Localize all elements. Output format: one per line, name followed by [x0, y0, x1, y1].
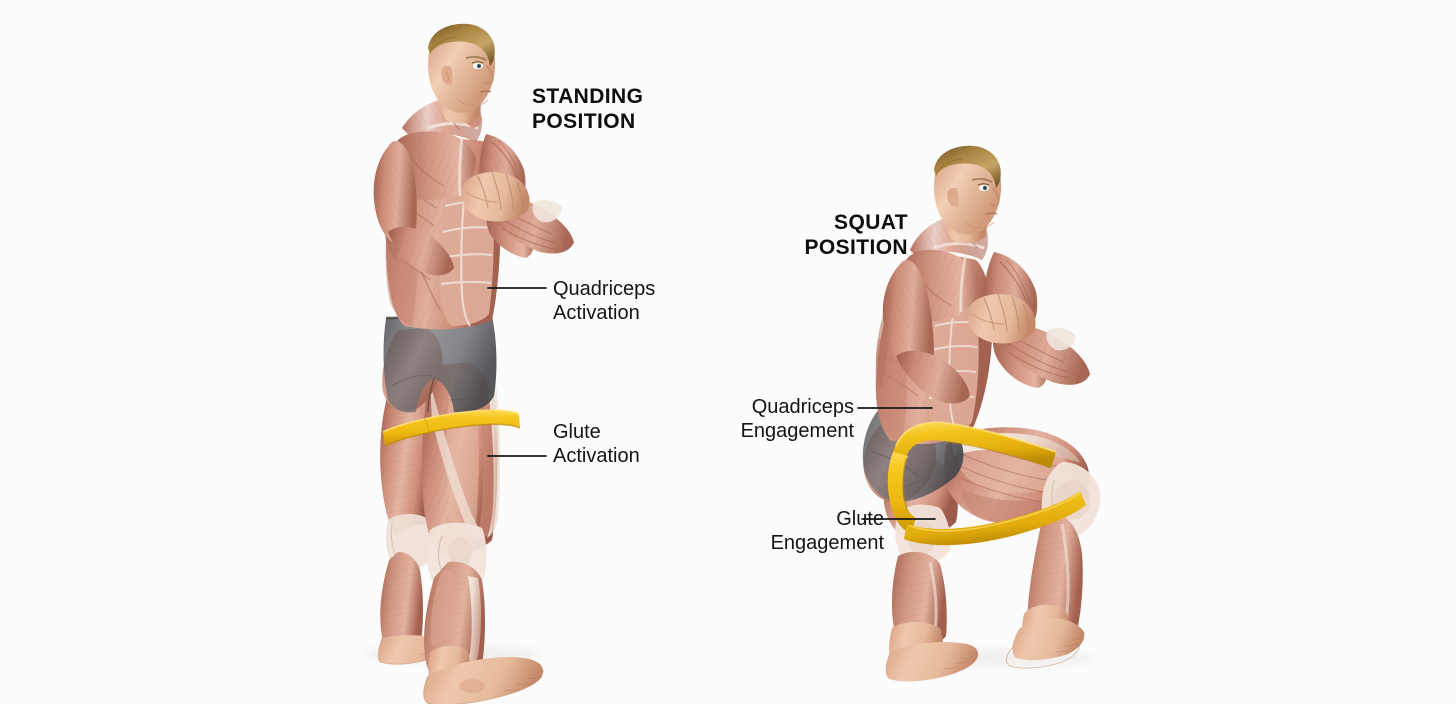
label-quadriceps-engagement: Quadriceps Engagement: [740, 396, 854, 442]
figure-standing: [364, 23, 574, 704]
standing-head: [428, 23, 496, 124]
squat-position-heading: SQUAT POSITION: [804, 211, 908, 259]
label-glute-activation: Glute Activation: [553, 421, 640, 467]
squat-resistance-band: [887, 421, 1086, 546]
label-glute-engagement: Glute Engagement: [770, 508, 884, 554]
standing-clasped-hands: [462, 171, 530, 222]
figure-squat: [862, 145, 1101, 682]
squat-front-leg: [944, 427, 1101, 669]
label-quadriceps-activation: Quadriceps Activation: [553, 278, 656, 324]
squat-arms: [882, 252, 1090, 404]
standing-position-heading: STANDING POSITION: [532, 85, 644, 133]
squat-clasped-hands: [968, 293, 1036, 344]
squat-head: [934, 145, 1002, 244]
standing-resistance-band: [382, 409, 521, 447]
standing-arms: [373, 134, 574, 276]
leader-lines: [487, 287, 936, 520]
